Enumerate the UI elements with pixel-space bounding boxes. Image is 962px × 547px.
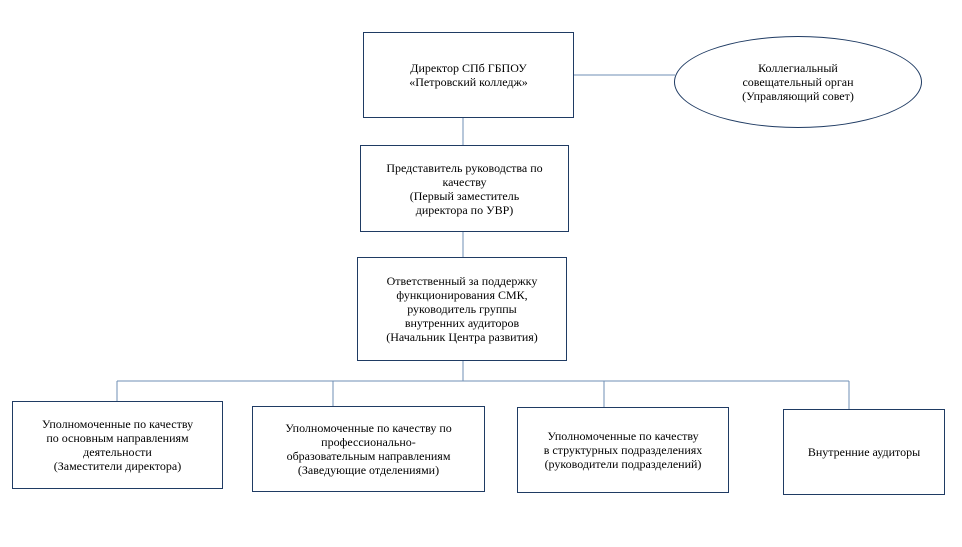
council-label: Коллегиальный совещательный орган (Управ… xyxy=(742,61,854,103)
unit-label-departments: Уполномоченные по качеству по профессион… xyxy=(285,421,452,477)
qms-head-label: Ответственный за поддержку функционирова… xyxy=(386,274,538,344)
council-ellipse: Коллегиальный совещательный орган (Управ… xyxy=(674,36,922,128)
quality-rep-box: Представитель руководства по качеству (П… xyxy=(360,145,569,232)
qms-head-box: Ответственный за поддержку функционирова… xyxy=(357,257,567,361)
unit-box-deputies: Уполномоченные по качеству по основным н… xyxy=(12,401,223,489)
unit-box-auditors: Внутренние аудиторы xyxy=(783,409,945,495)
unit-label-deputies: Уполномоченные по качеству по основным н… xyxy=(41,417,194,473)
unit-label-divisions: Уполномоченные по качеству в структурных… xyxy=(543,429,703,471)
unit-label-auditors: Внутренние аудиторы xyxy=(807,445,921,459)
unit-box-divisions: Уполномоченные по качеству в структурных… xyxy=(517,407,729,493)
director-box: Директор СПб ГБПОУ «Петровский колледж» xyxy=(363,32,574,118)
unit-box-departments: Уполномоченные по качеству по профессион… xyxy=(252,406,485,492)
director-label: Директор СПб ГБПОУ «Петровский колледж» xyxy=(409,61,528,89)
quality-rep-label: Представитель руководства по качеству (П… xyxy=(386,160,543,217)
